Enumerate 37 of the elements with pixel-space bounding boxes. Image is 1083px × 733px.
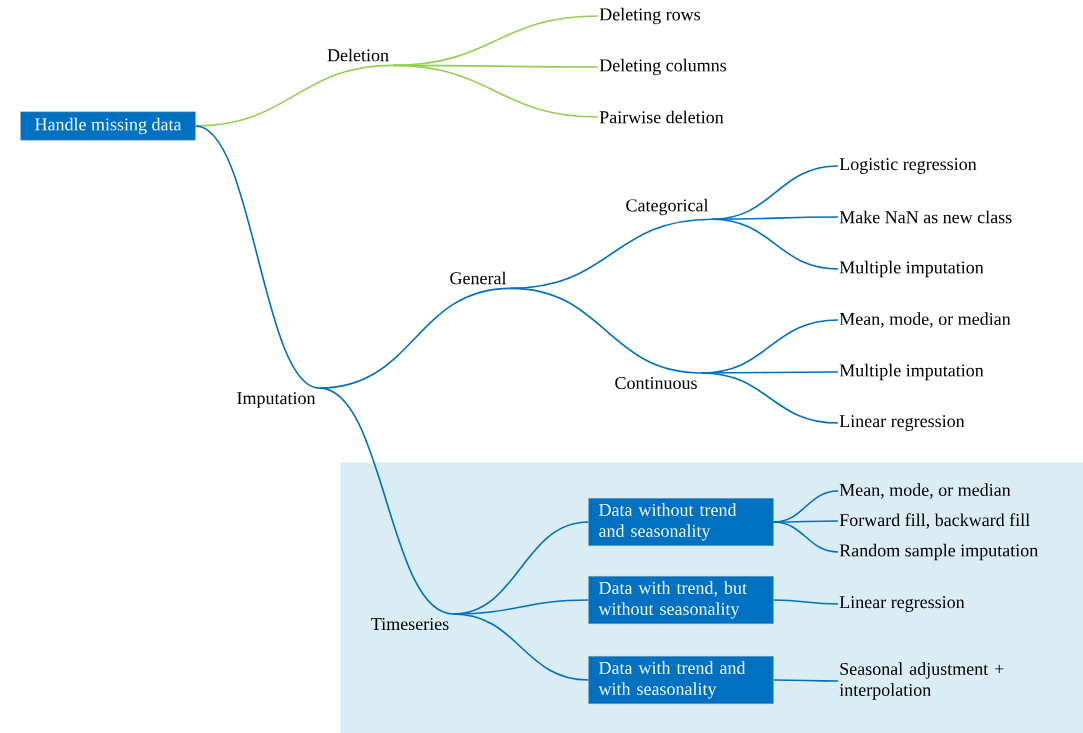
branch-line — [711, 218, 839, 270]
branch-label: Deletion — [327, 48, 389, 62]
leaf-label: Seasonal adjustment + interpolation — [839, 662, 1004, 700]
branch-line — [700, 372, 839, 424]
branch-line — [772, 521, 839, 553]
leaf-label: Multiple imputation — [839, 363, 984, 381]
branch-label: Continuous — [615, 376, 697, 390]
branch-line — [772, 679, 839, 682]
branch-line — [509, 218, 714, 290]
leaf-label: Logistic regression — [839, 158, 977, 174]
topic-box: Data with trend and with seasonality — [588, 656, 774, 704]
leaf-label: Forward fill, backward fill — [839, 513, 1030, 529]
branch-line — [318, 287, 512, 389]
branch-label: Imputation — [237, 392, 316, 408]
branch-line — [509, 287, 703, 374]
topic-box: Handle missing data — [20, 111, 196, 141]
leaf-label: Mean, mode, or median — [839, 312, 1011, 328]
branch-label: Timeseries — [371, 617, 449, 631]
branch-line — [194, 125, 321, 389]
leaf-label: Linear regression — [839, 596, 965, 612]
leaf-label: Deleting rows — [599, 7, 701, 25]
topic-box: Data with trend, but without seasonality — [588, 576, 774, 624]
leaf-label: Pairwise deletion — [599, 110, 724, 124]
leaf-label: Deleting columns — [599, 58, 727, 76]
branch-line — [392, 64, 599, 118]
branch-line — [452, 613, 590, 681]
leaf-label: Multiple imputation — [839, 260, 984, 278]
branch-line — [318, 387, 454, 615]
branch-label: Categorical — [626, 198, 709, 216]
branch-label: General — [450, 271, 507, 285]
branch-line — [772, 599, 839, 605]
leaf-label: Make NaN as new class — [839, 210, 1012, 224]
branch-line — [392, 15, 599, 67]
leaf-label: Mean, mode, or median — [839, 483, 1011, 499]
leaf-label: Random sample imputation — [839, 543, 1038, 561]
leaf-label: Linear regression — [839, 415, 965, 431]
topic-box: Data without trend and seasonality — [588, 498, 774, 546]
